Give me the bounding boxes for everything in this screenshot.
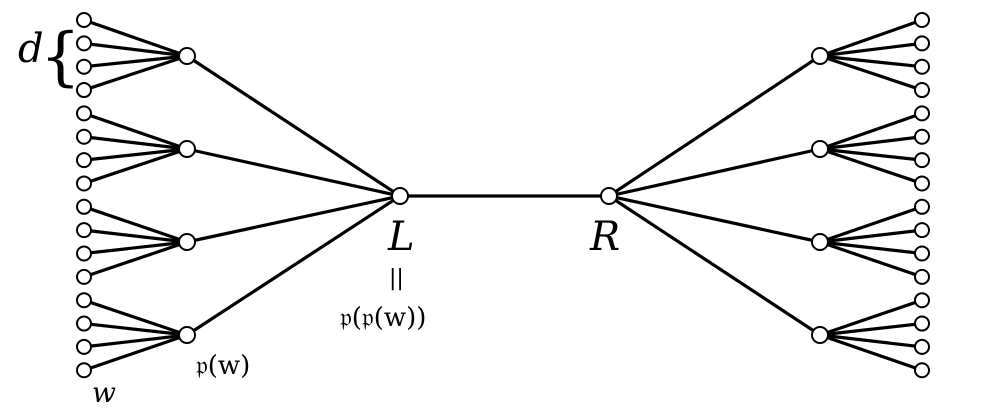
left-leaf-node [76, 338, 92, 355]
right-child-leaf-edge [818, 240, 924, 256]
right-child-node [811, 326, 829, 344]
right-center-child-edge [607, 54, 822, 198]
right-leaf-node [914, 58, 930, 75]
left-center-node [391, 187, 409, 205]
left-child-leaf-edge [82, 333, 189, 349]
right-leaf-node [914, 245, 930, 262]
left-center-child-edge [185, 147, 402, 198]
left-child-leaf-edge [82, 298, 189, 337]
grandparent-label: 𝔭(𝔭(w)) [340, 303, 426, 333]
right-leaf-node [914, 315, 930, 332]
left-center-label: L [387, 214, 415, 260]
left-leaf-node [76, 105, 92, 122]
right-leaf-node [914, 152, 930, 169]
right-child-node [811, 233, 829, 251]
right-child-leaf-edge [818, 111, 924, 151]
right-child-leaf-edge [818, 240, 924, 279]
left-leaf-node [76, 362, 92, 379]
right-leaf-node [914, 128, 930, 145]
left-leaf-node [76, 58, 92, 75]
right-center-child-edge [607, 194, 822, 337]
left-child-leaf-edge [82, 321, 189, 337]
left-leaf-node [76, 82, 92, 99]
right-child-leaf-edge [818, 135, 924, 151]
right-child-leaf-edge [818, 228, 924, 244]
left-child-node [178, 47, 196, 65]
right-leaf-node [914, 338, 930, 355]
left-child-leaf-edge [82, 228, 189, 244]
right-child-leaf-edge [818, 147, 924, 162]
left-child-leaf-edge [82, 205, 189, 244]
right-leaf-node [914, 362, 930, 379]
left-child-leaf-edge [82, 41, 189, 58]
left-center-child-edge [185, 54, 402, 198]
left-leaf-node [76, 12, 92, 28]
left-child-leaf-edge [82, 333, 189, 372]
left-leaf-node [76, 175, 92, 192]
right-child-leaf-edge [818, 298, 924, 337]
left-child-leaf-edge [82, 135, 189, 151]
right-leaf-node [914, 82, 930, 99]
left-center-child-edge [185, 194, 402, 337]
left-child-leaf-edge [82, 240, 189, 256]
right-child-leaf-edge [818, 333, 924, 372]
right-child-leaf-edge [818, 147, 924, 186]
left-child-leaf-edge [82, 111, 189, 151]
parent-label: 𝔭(w) [196, 351, 250, 381]
left-leaf-node [76, 35, 92, 52]
equals-sign: || [389, 266, 404, 291]
left-child-leaf-edge [82, 147, 189, 162]
right-leaf-node [914, 35, 930, 52]
right-center-label: R [589, 214, 620, 260]
left-child-leaf-edge [82, 240, 189, 279]
left-child-leaf-edge [82, 147, 189, 186]
right-center-child-edge [607, 194, 822, 244]
left-leaf-node [76, 152, 92, 169]
right-child-leaf-edge [818, 18, 924, 58]
left-leaf-node [76, 198, 92, 215]
degree-label: d [18, 26, 44, 72]
right-child-leaf-edge [818, 41, 924, 58]
left-leaf-node [76, 315, 92, 332]
right-child-node [811, 47, 829, 65]
left-leaf-node [76, 128, 92, 145]
right-leaf-node [914, 268, 930, 285]
leaf-label: w [92, 376, 116, 409]
right-child-leaf-edge [818, 205, 924, 244]
left-child-leaf-edge [82, 54, 189, 92]
left-leaf-node [76, 292, 92, 309]
left-child-leaf-edge [82, 18, 189, 58]
left-leaf-node [76, 268, 92, 285]
right-child-leaf-edge [818, 333, 924, 349]
right-leaf-node [914, 175, 930, 192]
right-child-leaf-edge [818, 321, 924, 337]
left-center-child-edge [185, 194, 402, 244]
left-child-leaf-edge [82, 54, 189, 69]
right-child-leaf-edge [818, 54, 924, 69]
right-leaf-node [914, 222, 930, 239]
right-leaf-node [914, 12, 930, 28]
left-leaf-node [76, 222, 92, 239]
right-leaf-node [914, 105, 930, 122]
right-leaf-node [914, 292, 930, 309]
right-center-node [600, 187, 618, 205]
left-child-node [178, 233, 196, 251]
right-child-leaf-edge [818, 54, 924, 92]
right-center-child-edge [607, 147, 822, 198]
degree-brace: { [40, 20, 81, 94]
left-child-node [178, 326, 196, 344]
right-leaf-node [914, 198, 930, 215]
left-leaf-node [76, 245, 92, 262]
right-child-node [811, 140, 829, 158]
left-child-node [178, 140, 196, 158]
